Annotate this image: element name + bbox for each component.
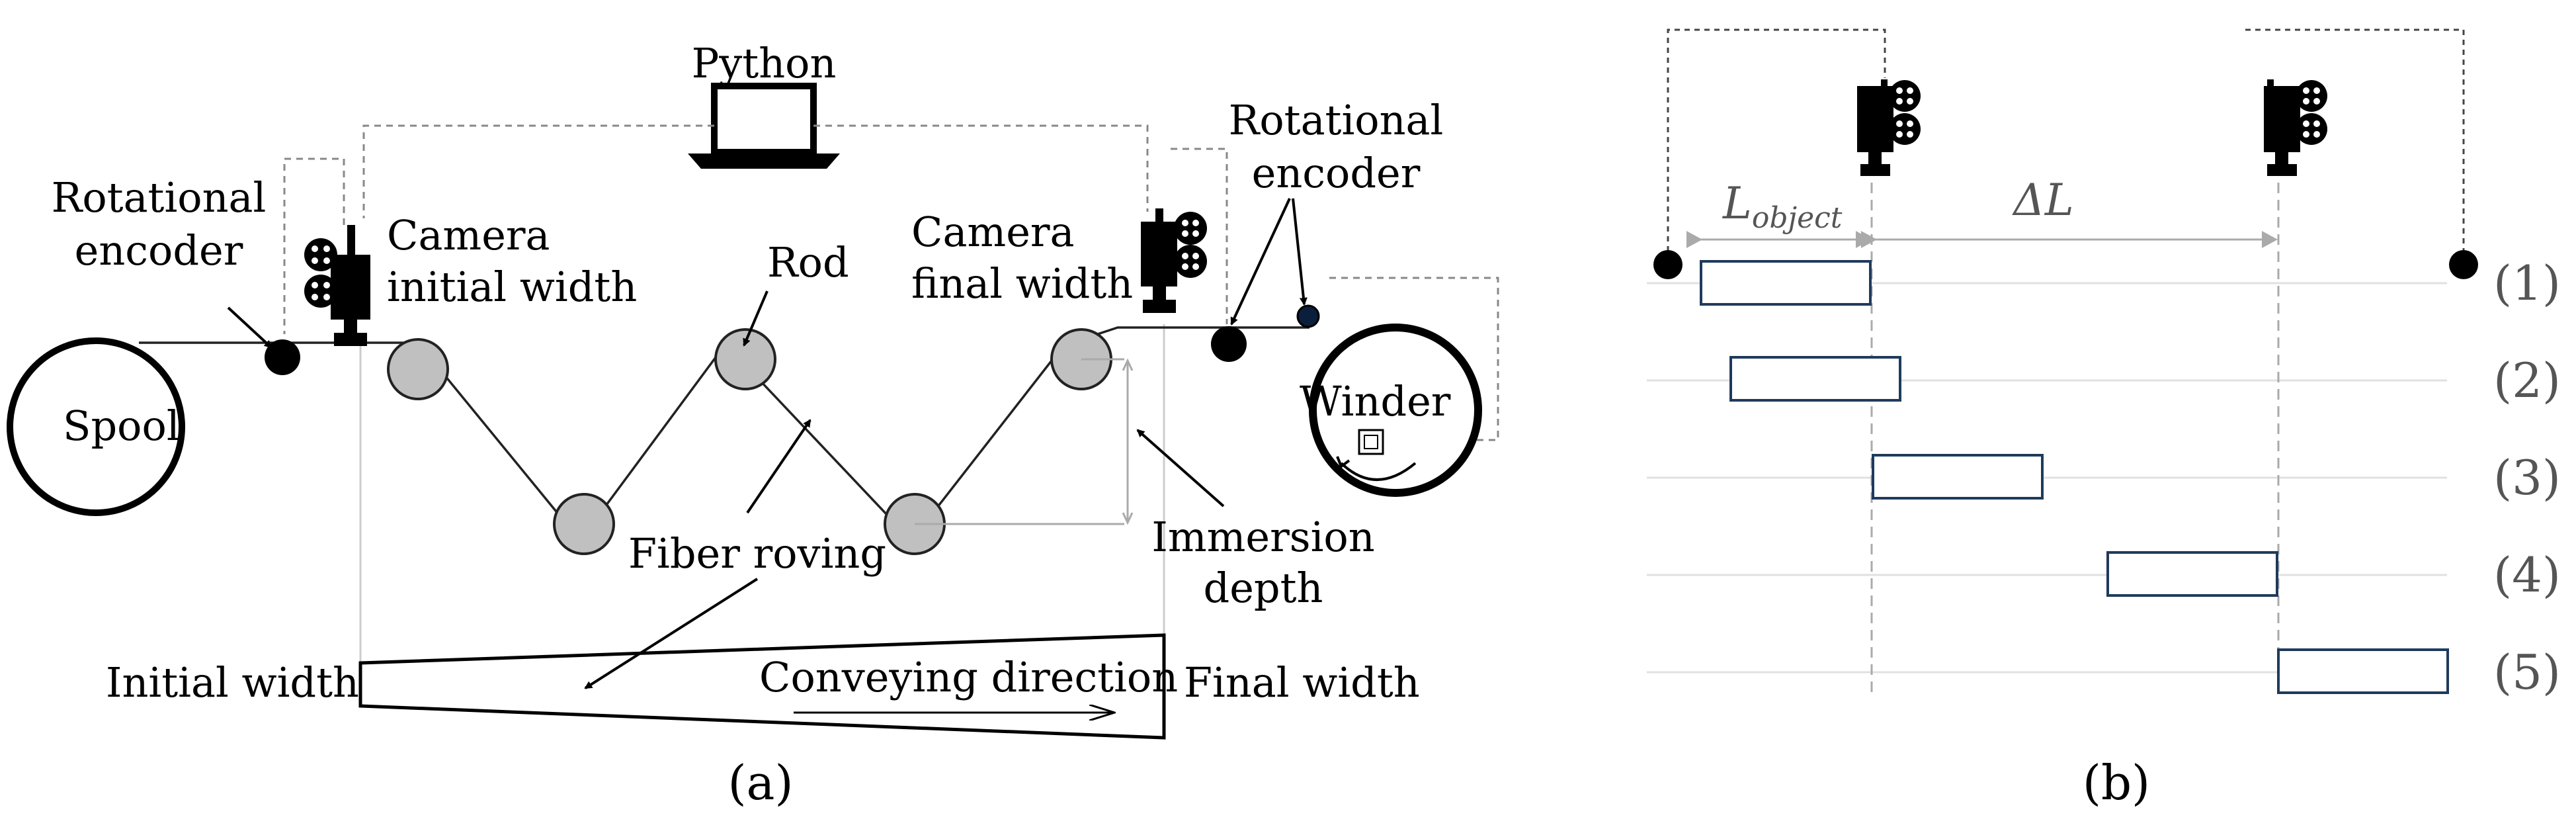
spool bbox=[7, 337, 185, 516]
row-number-2: (2) bbox=[2493, 353, 2561, 408]
camera-initial-label-line1: Camera bbox=[387, 211, 550, 259]
projection-lines bbox=[359, 324, 1165, 662]
delta-l-label: ΔL bbox=[2011, 175, 2074, 226]
l-object-label: Lobject bbox=[1722, 178, 1843, 235]
rotational-encoder-right-label-line2: encoder bbox=[1252, 149, 1421, 197]
panel-b-label: (b) bbox=[2083, 755, 2150, 811]
camera-1-icon bbox=[1857, 79, 1921, 176]
rod-1 bbox=[387, 338, 449, 400]
row-number-4: (4) bbox=[2493, 547, 2561, 603]
camera-initial-label-line2: initial width bbox=[387, 263, 637, 311]
rotational-encoder-left-label-line2: encoder bbox=[75, 226, 243, 275]
initial-width-label: Initial width bbox=[106, 658, 359, 707]
object-box-5 bbox=[2277, 648, 2449, 694]
row-guides bbox=[1647, 282, 2447, 674]
camera-final-label-line1: Camera bbox=[911, 208, 1075, 256]
rod-4 bbox=[553, 493, 615, 555]
rotational-encoder-left-label-line1: Rotational bbox=[52, 173, 267, 222]
python-label: Python bbox=[692, 39, 837, 87]
winder-label: Winder bbox=[1300, 377, 1451, 425]
object-box-2 bbox=[1729, 356, 1901, 402]
object-boxes bbox=[1700, 260, 2449, 694]
sensor-left bbox=[1653, 250, 1683, 279]
panel-a: Python Spool bbox=[7, 39, 1499, 811]
conveying-direction-label: Conveying direction bbox=[759, 653, 1178, 701]
object-box-3 bbox=[1872, 454, 2044, 500]
rods bbox=[387, 328, 1112, 555]
object-box-4 bbox=[2106, 551, 2278, 597]
panel-a-label: (a) bbox=[727, 755, 793, 811]
winder bbox=[1309, 324, 1482, 497]
signal-cables bbox=[283, 124, 1499, 441]
immersion-depth-label-line2: depth bbox=[1204, 564, 1323, 612]
sensor-right bbox=[2449, 250, 2478, 279]
row-number-5: (5) bbox=[2493, 644, 2561, 700]
rotational-encoder-left bbox=[265, 339, 300, 375]
rotational-encoder-right-label-line1: Rotational bbox=[1229, 96, 1444, 144]
camera-initial-icon bbox=[304, 225, 370, 346]
rod-label: Rod bbox=[767, 238, 849, 286]
rod-2 bbox=[714, 328, 776, 390]
camera-final-label-line2: final width bbox=[911, 259, 1133, 308]
immersion-depth-indicator bbox=[915, 358, 1134, 525]
final-width-label: Final width bbox=[1184, 658, 1420, 707]
rotational-encoder-right-roller bbox=[1211, 326, 1247, 362]
immersion-depth-label-line1: Immersion bbox=[1151, 513, 1374, 561]
pointer-arrows bbox=[227, 198, 1308, 689]
laptop-icon bbox=[688, 83, 840, 169]
camera-2-icon bbox=[2264, 79, 2327, 176]
chip-icon bbox=[1358, 429, 1384, 455]
row-number-1: (1) bbox=[2493, 255, 2561, 311]
camera-position-lines bbox=[1870, 165, 2280, 695]
fiber-roving-label: Fiber roving bbox=[628, 529, 886, 578]
row-number-3: (3) bbox=[2493, 450, 2561, 505]
spool-label: Spool bbox=[63, 402, 180, 450]
object-box-1 bbox=[1700, 260, 1872, 306]
camera-final-icon bbox=[1141, 208, 1207, 313]
panel-b: Lobject ΔL (1) (2) (3) (4) (5) (b) bbox=[1647, 28, 2561, 811]
b-signal-cables bbox=[1667, 28, 2465, 261]
rotational-encoder-winder bbox=[1296, 304, 1320, 328]
